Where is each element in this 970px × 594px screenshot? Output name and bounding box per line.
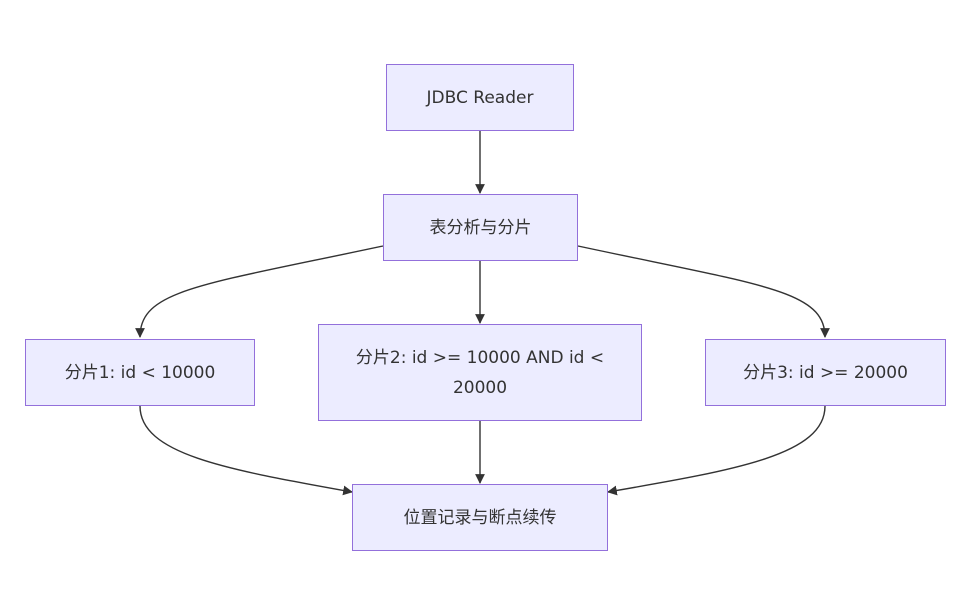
node-jdbc-reader: JDBC Reader xyxy=(386,64,574,131)
node-shard-3: 分片3: id >= 20000 xyxy=(705,339,946,406)
edge-analysis-to-shard1 xyxy=(135,245,384,338)
node-shard-1: 分片1: id < 10000 xyxy=(25,339,255,406)
node-checkpoint: 位置记录与断点续传 xyxy=(352,484,608,551)
edge-shard1-to-checkpoint xyxy=(139,405,353,496)
edge-analysis-to-shard3 xyxy=(577,245,830,338)
node-label: 表分析与分片 xyxy=(429,217,532,238)
node-label: 分片3: id >= 20000 xyxy=(743,362,908,383)
node-label: JDBC Reader xyxy=(426,87,534,108)
node-table-analysis: 表分析与分片 xyxy=(383,194,578,261)
node-label: 位置记录与断点续传 xyxy=(403,507,557,528)
node-label: 分片1: id < 10000 xyxy=(64,362,216,383)
node-label: 分片2: id >= 10000 AND id < 20000 xyxy=(355,347,605,398)
edge-shard3-to-checkpoint xyxy=(607,405,826,496)
node-shard-2: 分片2: id >= 10000 AND id < 20000 xyxy=(318,324,642,421)
